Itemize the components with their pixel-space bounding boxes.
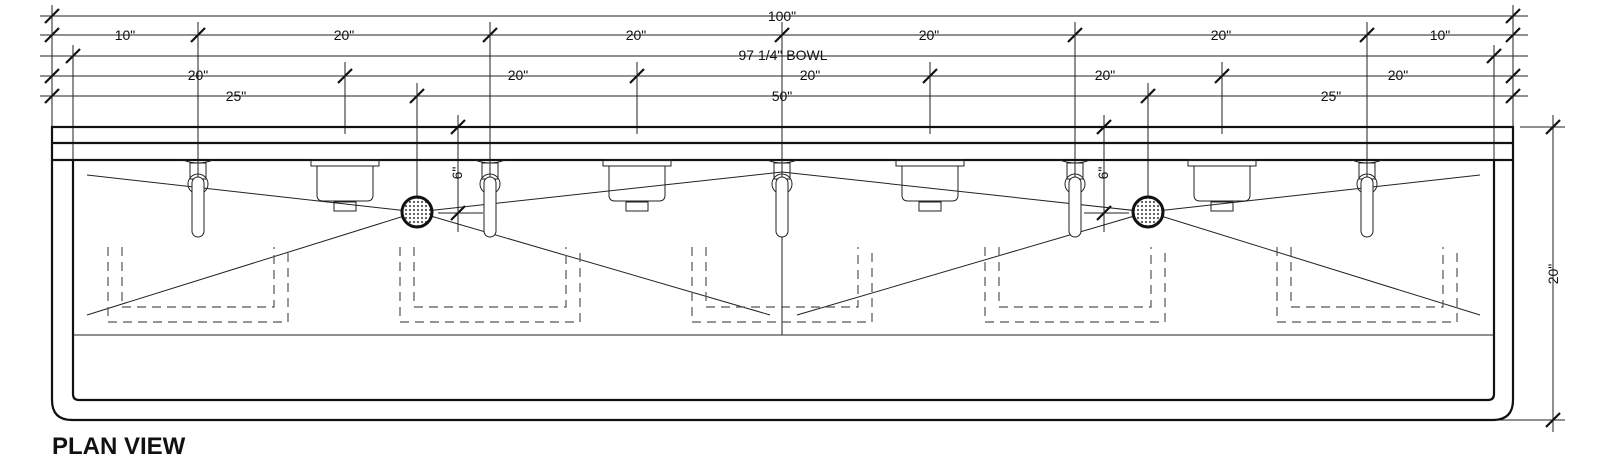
soap-dispenser-icon [602,159,672,212]
dim-dispenser-label: 20" [1388,67,1409,83]
knee-panel-outline [121,247,275,308]
dimension-tick [1545,412,1561,428]
dim-faucet-label: 20" [1211,27,1232,43]
dispenser-body [901,166,959,202]
dim-drain-label: 25" [226,88,247,104]
dispenser-body [316,166,374,202]
dim-dispenser-label: 20" [800,67,821,83]
faucet-icon [474,159,506,238]
dim-dispenser-label: 20" [188,67,209,83]
sink-outer-edge [50,160,1515,422]
bowl-inner-edge [71,160,1496,402]
knee-panel-outline [691,247,873,323]
drawing-title: PLAN VIEW [52,433,186,460]
faucet-icon [182,159,214,238]
dim-faucet-label: 20" [626,27,647,43]
faucet-spout [775,176,789,238]
dispenser-nozzle [625,201,649,212]
slope-line [781,171,1149,213]
dim-drain-offset-label: 6" [1095,167,1111,180]
knee-panel-outline [1290,247,1444,308]
dim-bowl-label: 97 1/4" BOWL [738,47,827,63]
dispenser-nozzle [918,201,942,212]
dimension-lines [40,5,1565,432]
dispenser-body [1193,166,1251,202]
knee-panel-outline [984,247,1166,323]
faucet-spout [483,176,497,238]
knee-panel-outline [413,247,567,308]
dim-overall-label: 100" [768,8,796,24]
sink-body [50,125,1515,422]
dispenser-body [608,166,666,202]
slope-line [1147,211,1481,316]
dimension-labels: 100" 10" 20" 20" 20" 20" 10" 97 1/4" BOW… [115,8,1561,284]
dimension-tick [1545,119,1561,135]
drain-icon [400,195,434,229]
faucet-spout [191,176,205,238]
slope-line [86,211,418,316]
slope-line [416,211,771,316]
knee-panel-outline [399,247,581,323]
dispenser-flange [895,159,965,167]
dim-dispenser-label: 20" [508,67,529,83]
faucet-spout [1068,176,1082,238]
faucet-spout [1360,176,1374,238]
knee-panel-outline [705,247,859,308]
dim-faucet-label: 20" [334,27,355,43]
dim-drain-label: 25" [1321,88,1342,104]
slope-line [796,211,1149,316]
dim-drain-offset-label: 6" [449,167,465,180]
faucet-icon [1059,159,1091,238]
dispenser-flange [602,159,672,167]
faucet-icon [766,159,798,238]
dim-faucet-label: 20" [919,27,940,43]
faucet-icon [1351,159,1383,238]
dispenser-nozzle [1210,201,1234,212]
dispenser-nozzle [333,201,357,212]
knee-panel-outline [998,247,1152,308]
dim-faucet-label: 10" [115,27,136,43]
slope-line [416,171,783,213]
dim-depth-label: 20" [1545,264,1561,285]
dispenser-flange [1187,159,1257,167]
soap-dispenser-icon [895,159,965,212]
soap-dispenser-icon [1187,159,1257,212]
slope-line [1147,174,1481,213]
drain-icon [1131,195,1165,229]
dim-dispenser-label: 20" [1095,67,1116,83]
soap-dispenser-icon [310,159,380,212]
dim-drain-label: 50" [772,88,793,104]
dim-faucet-label: 10" [1430,27,1451,43]
dispenser-flange [310,159,380,167]
knee-panel-outline [107,247,289,323]
knee-panel-outline [1276,247,1458,323]
slope-line [86,174,418,213]
